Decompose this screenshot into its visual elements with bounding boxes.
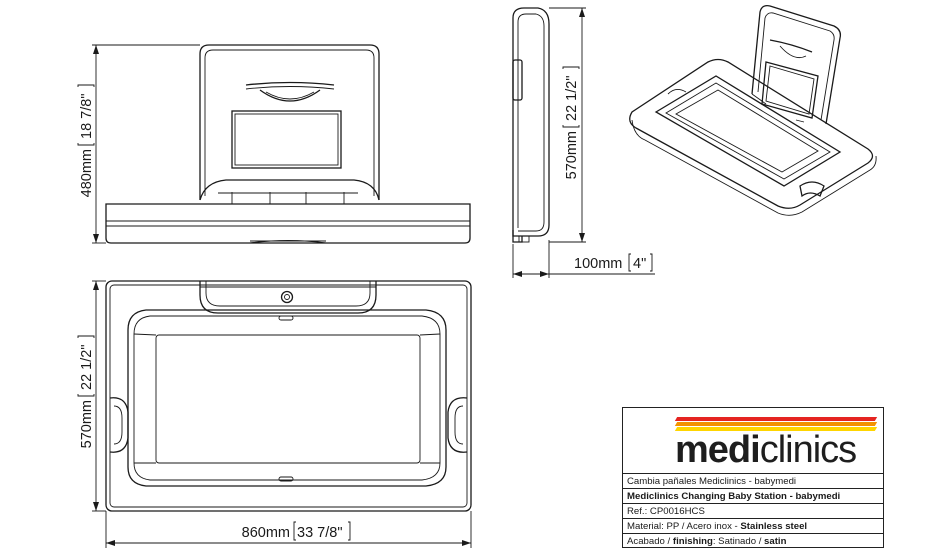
stripe-red (674, 417, 878, 421)
finish-bold2: satin (764, 536, 787, 547)
title-line2-text: Mediclinics Changing Baby Station - baby… (627, 491, 841, 502)
logo-box: mediclinics (623, 408, 883, 474)
title-line-english: Mediclinics Changing Baby Station - baby… (623, 489, 883, 504)
brand-name-bold: medi (675, 429, 761, 471)
side-view: 570mm 22 1/2" 100mm 4" (512, 7, 655, 278)
title-block: mediclinics Cambia pañales Mediclinics -… (622, 407, 884, 548)
side-depth-mm: 100mm (574, 256, 622, 272)
top-height-mm: 570mm (79, 400, 95, 448)
top-view: 570mm 22 1/2" 860mm 33 7/8" (77, 280, 472, 548)
brand-name-light: clinics (759, 429, 857, 471)
title-line-spanish: Cambia pañales Mediclinics - babymedi (623, 474, 883, 489)
finish-prefix: Acabado / (627, 536, 673, 547)
side-height-in: 22 1/2" (564, 76, 580, 121)
finish-mid: : Satinado / (712, 536, 765, 547)
brand-logo: mediclinics (675, 429, 857, 472)
title-line1-text: Cambia pañales Mediclinics - babymedi (627, 476, 797, 487)
side-height-mm: 570mm (564, 131, 580, 179)
front-view: 480mm 18 7/8" (77, 44, 471, 244)
finish-bold1: finishing (672, 536, 713, 547)
top-width-mm: 860mm (242, 525, 290, 541)
material-row: Material: PP / Acero inox - Stainless st… (623, 519, 883, 534)
reference-row: Ref.: CP0016HCS (623, 504, 883, 519)
material-bold: Stainless steel (740, 521, 808, 532)
reference-text: Ref.: CP0016HCS (627, 506, 705, 517)
material-prefix: Material: PP / Acero inox - (627, 521, 741, 532)
isometric-view (629, 4, 877, 216)
top-width-in: 33 7/8" (297, 525, 342, 541)
side-depth-in: 4" (633, 256, 646, 272)
stripe-orange (674, 422, 878, 426)
front-height-in: 18 7/8" (79, 94, 95, 139)
front-height-mm: 480mm (79, 149, 95, 197)
finishing-row: Acabado / finishing: Satinado / satin (623, 534, 883, 549)
top-height-in: 22 1/2" (79, 345, 95, 390)
